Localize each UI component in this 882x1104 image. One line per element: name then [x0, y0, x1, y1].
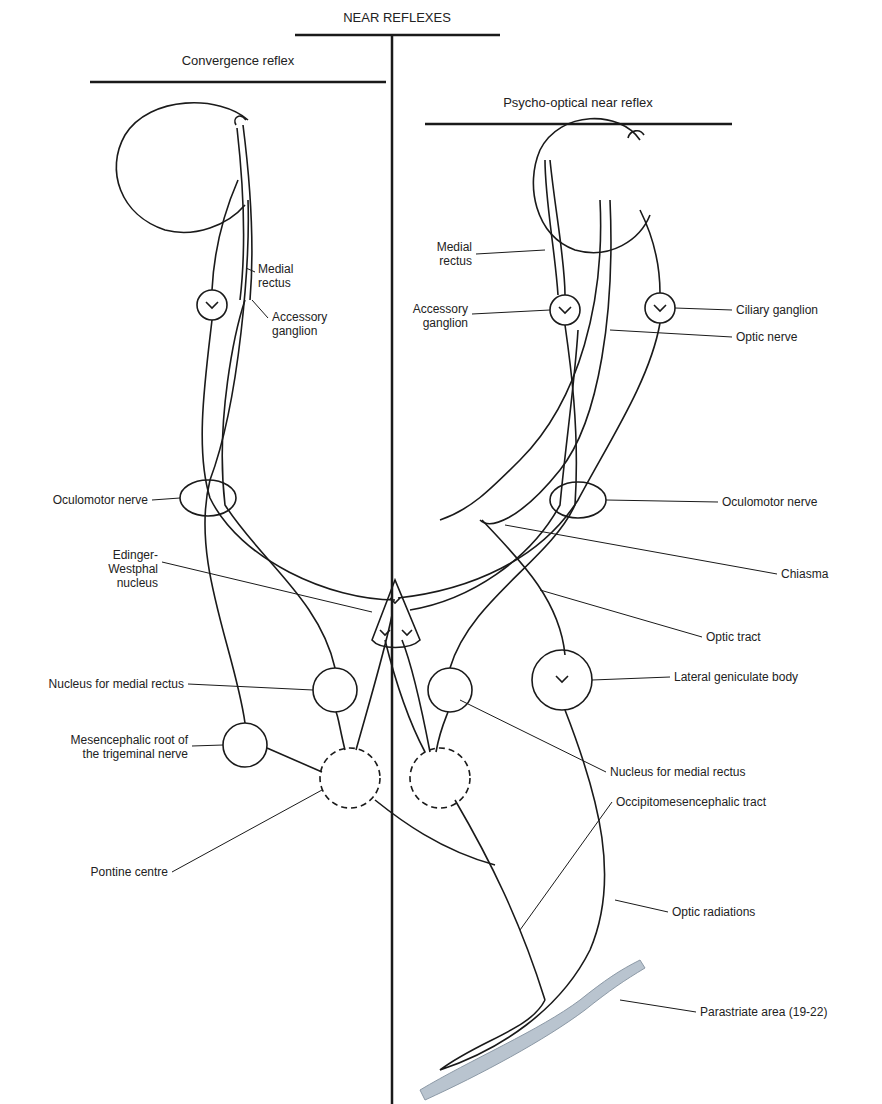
pontine-centre [410, 748, 470, 808]
nerve-fibre [222, 300, 335, 668]
nerve-fibre [410, 330, 578, 610]
nerve-fibre [640, 210, 660, 293]
synapse-mark [559, 307, 571, 313]
part-label: Ciliary ganglion [734, 303, 820, 317]
nerve-fibre [336, 712, 345, 750]
edinger-westphal-nucleus [372, 580, 420, 648]
medial-rectus-muscle [237, 128, 244, 300]
synapse-mark [206, 302, 218, 308]
medial-rectus-nucleus [428, 668, 472, 712]
occipitomesencephalic-tract [375, 800, 495, 865]
part-label: Nucleus for medial rectus [47, 677, 186, 691]
part-label: Lateral geniculate body [672, 670, 800, 684]
parastriate-cortex [420, 960, 645, 1100]
leader-line [460, 250, 777, 1012]
eye-lens [235, 116, 246, 125]
part-label: Accessory ganglion [270, 310, 336, 338]
ciliary-ganglion [645, 293, 675, 323]
medial-rectus-muscle [545, 160, 558, 295]
optic-radiations [440, 710, 605, 1070]
part-label: Oculomotor nerve [720, 495, 819, 509]
mesencephalic-root [223, 723, 267, 767]
nerve-fibre [385, 640, 448, 752]
eyeball [116, 103, 248, 233]
divider-line [391, 35, 394, 1104]
nerve-fibre [267, 748, 322, 772]
optic-tract [482, 520, 565, 655]
heading-rule [425, 123, 732, 126]
synapse-mark [380, 598, 412, 635]
part-label: Mesencephalic root of the trigeminal ner… [66, 733, 190, 761]
part-label: Parastriate area (19-22) [698, 1005, 829, 1019]
part-label: Pontine centre [89, 865, 170, 879]
part-label: Optic nerve [734, 330, 799, 344]
part-label: Nucleus for medial rectus [608, 765, 747, 779]
accessory-ganglion [197, 290, 227, 320]
pontine-centre [320, 748, 380, 808]
medial-rectus-nucleus [313, 668, 357, 712]
part-label: Occipitomesencephalic tract [614, 795, 768, 809]
nerve-fibre [212, 180, 238, 290]
diagram-title: NEAR REFLEXES [340, 10, 454, 25]
title-rule [295, 34, 500, 37]
part-label: Medial rectus [410, 240, 474, 268]
part-label: Oculomotor nerve [51, 493, 150, 507]
leader-line [152, 268, 372, 872]
nerve-fibre [205, 200, 248, 723]
heading-rule [90, 81, 386, 84]
occipitomesencephalic-tract [455, 800, 545, 1000]
eye-lens [628, 131, 644, 138]
part-label: Edinger-Westphal nucleus [76, 548, 160, 590]
section-heading: Convergence reflex [180, 54, 297, 68]
synapse-mark [556, 676, 568, 682]
section-heading: Psycho-optical near reflex [501, 96, 655, 110]
nerve-fibre [450, 325, 576, 668]
accessory-ganglion [550, 295, 580, 325]
lateral-geniculate-body [532, 650, 592, 710]
part-label: Chiasma [779, 567, 830, 581]
nerve-fibre [398, 323, 660, 598]
nerve-fibre [550, 160, 565, 295]
part-label: Accessory ganglion [404, 302, 470, 330]
part-label: Medial rectus [256, 262, 320, 290]
part-label: Optic tract [704, 630, 763, 644]
part-label: Optic radiations [670, 905, 757, 919]
synapse-mark [654, 305, 666, 311]
